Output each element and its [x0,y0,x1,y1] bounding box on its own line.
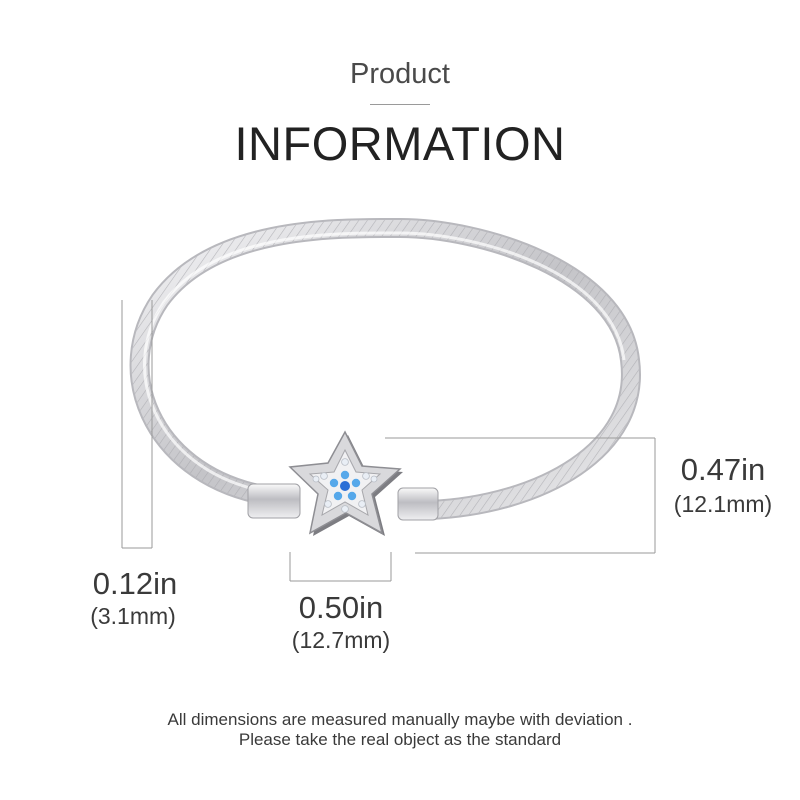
width-inches: 0.50in [298,590,384,625]
height-inches: 0.47in [680,452,766,487]
disclaimer-line-1: All dimensions are measured manually may… [167,710,633,729]
end-cap-right [397,487,439,521]
heading-title: INFORMATION [234,117,566,170]
heading-divider [370,104,430,105]
height-guide [385,437,656,554]
disclaimer: All dimensions are measured manually may… [0,710,800,750]
height-mm: (12.1mm) [673,491,773,517]
heading-subtitle: Product [350,58,450,90]
thickness-inches: 0.12in [92,566,178,601]
width-mm: (12.7mm) [291,627,391,653]
end-cap-left [247,483,301,519]
snake-chain [129,217,641,520]
thickness-mm: (3.1mm) [90,603,176,629]
disclaimer-line-2: Please take the real object as the stand… [238,730,562,749]
star-clasp [288,430,403,536]
thickness-guide [121,300,153,549]
width-guide [289,552,392,582]
